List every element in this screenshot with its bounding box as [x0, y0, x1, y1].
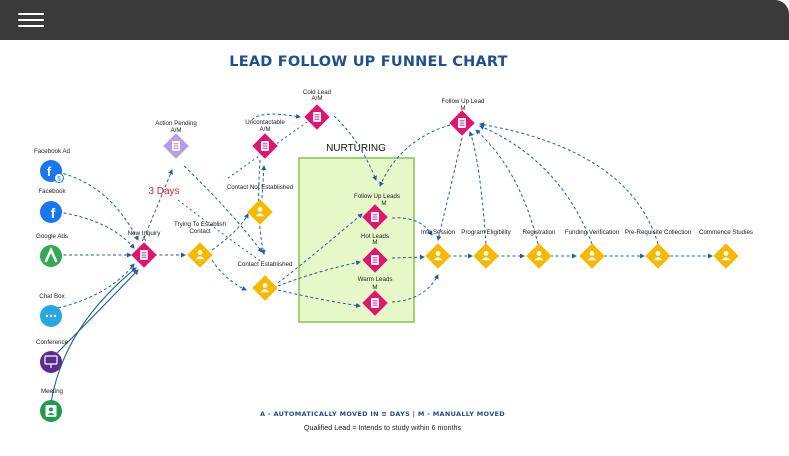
node-cold-lead[interactable]: Cold Lead A/M — [303, 89, 332, 130]
solid-connectors — [49, 267, 139, 411]
label-facebook-ad: Facebook Ad — [34, 148, 71, 155]
label-new-inquiry: New Inquiry — [128, 230, 162, 237]
label-follow-up-leads: Follow Up Leads — [354, 193, 400, 200]
document-icon — [139, 249, 149, 261]
tag-hot-leads: M — [372, 239, 377, 246]
source-facebook[interactable]: Facebook f — [38, 188, 66, 223]
label-meeting: Meeting — [41, 388, 64, 395]
document-icon — [370, 297, 380, 309]
label-warm-leads: Warm Leads — [358, 276, 393, 283]
label-contact-not-established: Contact Not Established — [227, 184, 294, 191]
top-bar — [0, 0, 789, 40]
document-icon — [260, 140, 270, 152]
label-conference: Conference — [36, 339, 69, 346]
qualified-lead-note: Qualified Lead = Intends to study within… — [0, 423, 789, 432]
legend-text: A - AUTOMATICALLY MOVED IN ≡ DAYS | M - … — [260, 410, 505, 418]
label-google-ads: Google Ads — [36, 233, 68, 240]
node-registration[interactable]: Registration — [522, 229, 556, 269]
tag-cold-lead: A/M — [311, 95, 322, 102]
node-funding-verification[interactable]: Funding Verification — [565, 229, 620, 269]
node-follow-up-lead[interactable]: Follow Up Lead M — [442, 98, 486, 136]
node-new-inquiry[interactable]: New Inquiry A — [128, 230, 162, 268]
label-trying-to-establish: Trying To Establish — [174, 221, 226, 228]
tag-warm-leads: M — [372, 284, 377, 291]
document-icon — [171, 140, 181, 152]
node-program-eligibility[interactable]: Program Eligibility — [461, 229, 512, 269]
source-conference[interactable]: Conference — [36, 339, 69, 373]
node-info-session[interactable]: Info Session — [421, 229, 456, 269]
label-registration: Registration — [522, 229, 556, 236]
svg-text:f: f — [47, 164, 52, 179]
label-action-pending: Action Pending — [155, 120, 197, 127]
label-commence-studies: Commence Studies — [699, 229, 753, 236]
page-title: LEAD FOLLOW UP FUNNEL CHART — [0, 54, 789, 70]
tag-new-inquiry: A — [142, 236, 147, 243]
svg-text:$: $ — [57, 177, 61, 183]
three-days-annotation: 3 Days — [148, 186, 179, 197]
label-program-eligibility: Program Eligibility — [461, 229, 511, 236]
node-commence-studies[interactable]: Commence Studies — [699, 229, 753, 269]
source-google-ads[interactable]: Google Ads — [36, 233, 68, 267]
label-funding-verification: Funding Verification — [565, 229, 620, 236]
node-pre-requisite-collection[interactable]: Pre-Requisite Collection — [625, 229, 692, 269]
tag-uncontactable: A/M — [259, 126, 270, 133]
label-pre-requisite-collection: Pre-Requisite Collection — [625, 229, 692, 236]
label-chat-box: Chat Box — [39, 293, 65, 300]
node-contact-established[interactable]: Contact Established — [237, 261, 293, 301]
node-uncontactable[interactable]: Uncontactable A/M — [245, 119, 285, 159]
node-follow-up-leads[interactable]: Follow Up Leads M — [354, 193, 400, 230]
nurturing-label: NURTURING — [326, 143, 386, 154]
label-contact: Contact — [189, 228, 211, 235]
tag-action-pending: A/M — [170, 127, 181, 134]
label-follow-up-lead: Follow Up Lead — [442, 98, 486, 105]
tag-follow-up-leads: M — [381, 200, 386, 207]
label-facebook: Facebook — [38, 188, 66, 195]
node-contact-not-established[interactable]: Contact Not Established — [227, 184, 294, 225]
node-action-pending[interactable]: Action Pending A/M — [155, 120, 197, 159]
svg-text:f: f — [51, 205, 56, 221]
document-icon — [457, 117, 467, 129]
document-icon — [312, 111, 322, 123]
facebook-icon — [40, 201, 62, 223]
label-info-session: Info Session — [421, 229, 456, 236]
label-contact-established: Contact Established — [237, 261, 293, 268]
hamburger-menu-icon[interactable] — [18, 10, 44, 30]
document-icon — [370, 254, 380, 266]
connectors — [57, 113, 713, 309]
source-facebook-ad[interactable]: Facebook Ad f $ — [34, 148, 71, 183]
legend: A - AUTOMATICALLY MOVED IN ≡ DAYS | M - … — [0, 410, 789, 418]
nurturing-box — [298, 157, 415, 323]
qualified-lead-note-text: Qualified Lead = Intends to study within… — [303, 423, 462, 432]
node-trying-to-establish-contact[interactable]: Trying To Establish Contact — [174, 221, 227, 268]
source-chat-box[interactable]: Chat Box — [39, 293, 66, 327]
page-title-text: LEAD FOLLOW UP FUNNEL CHART — [229, 54, 508, 70]
document-icon — [370, 211, 380, 223]
conference-icon — [40, 351, 62, 373]
source-meeting[interactable]: Meeting — [40, 388, 64, 422]
node-warm-leads[interactable]: Warm Leads M — [358, 276, 393, 316]
node-hot-leads[interactable]: Hot Leads M — [361, 233, 389, 273]
label-cold-lead: Cold Lead — [303, 89, 332, 96]
label-hot-leads: Hot Leads — [361, 233, 389, 240]
tag-follow-up-lead: M — [460, 105, 465, 112]
label-uncontactable: Uncontactable — [245, 119, 285, 126]
